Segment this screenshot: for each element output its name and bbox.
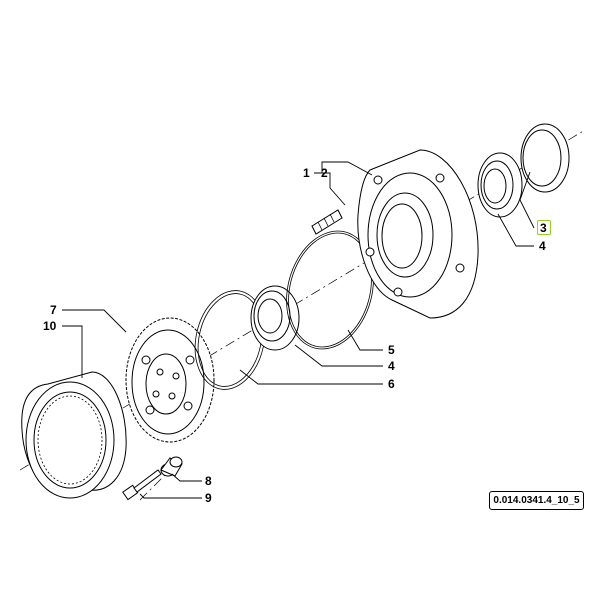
seal [520, 123, 570, 193]
callout-9[interactable]: 9 [205, 491, 212, 505]
leader-8 [171, 473, 202, 482]
snap-ring [194, 290, 266, 390]
callout-4-upper[interactable]: 4 [539, 239, 546, 253]
drawing-reference-code: 0.014.0341.4_10_5 [489, 491, 584, 510]
leader-7 [62, 309, 127, 333]
o-ring [286, 230, 374, 350]
wheel-stud [311, 209, 343, 235]
callout-10[interactable]: 10 [43, 319, 57, 333]
callout-7[interactable]: 7 [50, 303, 57, 317]
callout-5[interactable]: 5 [388, 343, 395, 357]
selected-callout-highlight [537, 220, 551, 235]
callout-4-lower[interactable]: 4 [388, 359, 395, 373]
wheel-hub [357, 149, 479, 319]
leader-4a [497, 213, 534, 247]
leader-3 [519, 171, 535, 229]
callout-1[interactable]: 1 [303, 166, 310, 180]
leader-6 [239, 369, 383, 385]
leader-9 [139, 493, 202, 499]
bearing-upper [477, 152, 523, 218]
ring-gear [21, 371, 127, 499]
leader-2 [322, 172, 346, 206]
leader-10 [62, 325, 83, 378]
callout-8[interactable]: 8 [205, 474, 212, 488]
leader-1 [314, 161, 373, 176]
bolt [122, 469, 162, 501]
callout-3[interactable]: 3 [540, 221, 547, 235]
leader-4b [294, 344, 383, 367]
callout-2[interactable]: 2 [321, 166, 328, 180]
leader-5 [347, 329, 383, 351]
planet-carrier [125, 317, 215, 443]
bushing [160, 456, 183, 477]
bearing-lower [250, 285, 300, 351]
callout-6[interactable]: 6 [388, 377, 395, 391]
